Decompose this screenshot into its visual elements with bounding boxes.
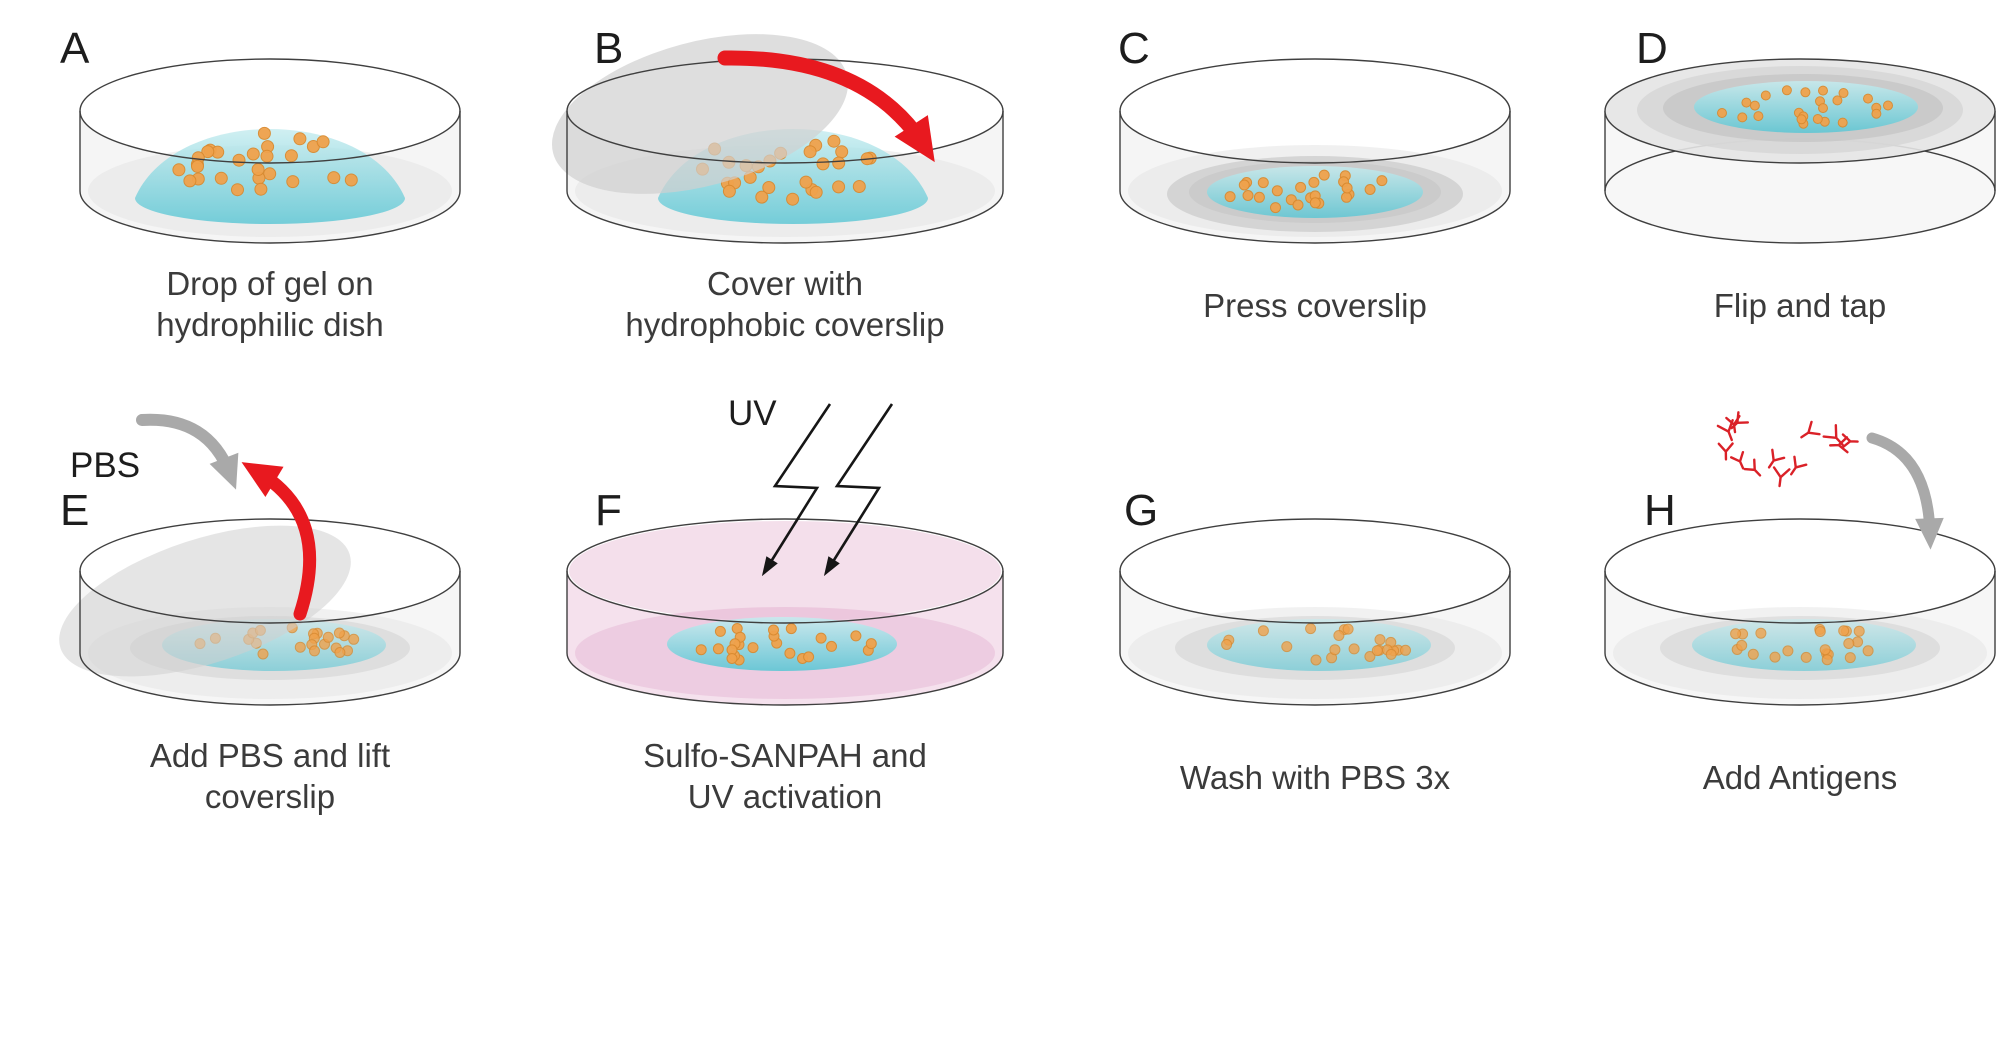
pbs-label: PBS [70,446,141,485]
uv-label: UV [728,394,777,433]
panel-caption-f: Sulfo-SANPAH and UV activation [500,736,1070,818]
caption-line: Cover with [707,265,863,302]
petri-dish-illustration-c [1119,58,1511,244]
panel-caption-a: Drop of gel on hydrophilic dish [40,264,500,346]
uv-bolt-arrow [761,403,832,577]
dish-outline [79,58,461,244]
petri-dish-illustration-b [552,34,1004,244]
dish-body [1605,111,1995,243]
antibody-icon [1730,450,1745,470]
panel-caption-d: Flip and tap [1560,286,2000,327]
caption-line: Press coverslip [1203,287,1427,324]
uv-bolt-arrow [823,403,894,577]
antibody-icon [1829,436,1849,454]
dish-outline [1119,58,1511,244]
panel-d-flip-and-tap: D Flip and tap [1560,16,2000,386]
panel-caption-c: Press coverslip [1070,286,1560,327]
antibody-icon [1717,442,1734,461]
gel-beads [1730,623,1874,666]
panel-letter-d: D [1636,24,1669,73]
petri-dish-illustration-g [1119,518,1511,706]
panel-caption-g: Wash with PBS 3x [1070,758,1560,799]
caption-line: coverslip [204,777,336,815]
panel-a-drop-of-gel: A Drop of gel on hydrophilic dish [40,16,500,386]
panel-h-add-antigens: H Add Antigens [1560,386,2000,1040]
caption-line: Add Antigens [1702,759,1898,796]
antibody-icon [1767,448,1786,469]
panel-letter-a: A [60,24,90,73]
caption-line: hydrophilic dish [156,305,384,343]
dish-outline [1119,518,1511,706]
panel-caption-b: Cover with hydrophobic coverslip [500,264,1070,346]
antigen-add-arrow [1866,432,1944,550]
petri-dish-illustration-h [1604,411,1996,706]
dish-outline [79,518,461,706]
petri-dish-illustration-f [566,403,1004,706]
dish-outline [1604,518,1996,706]
panel-e-add-pbs-lift: PBS E Add PBS and lift coverslip [40,386,500,1040]
red-lift-arrow [241,462,317,621]
gel-layer [1692,619,1916,671]
panel-letter-f: F [595,486,623,535]
antibody-icon [1772,466,1791,488]
antibody-icon [1841,433,1859,449]
antibody-icon [1743,458,1762,477]
panel-letter-b: B [594,24,624,73]
gel-beads [695,623,877,666]
gel-beads [1717,85,1893,129]
caption-line: Wash with PBS 3x [1179,759,1451,796]
antibody-icon [1725,414,1741,434]
petri-dish-illustration-d [1604,58,1996,244]
red-cover-arrow [717,50,935,163]
panel-f-sulfo-sanpah-uv: UV F Sulfo-SANPAH and UV activation [500,386,1070,1040]
panel-caption-e: Add PBS and lift coverslip [40,736,500,818]
caption-line: hydrophobic coverslip [625,305,945,343]
panel-g-wash-pbs: G Wash with PBS 3x [1070,386,1560,1040]
panel-letter-h: H [1644,486,1677,535]
panel-letter-g: G [1124,486,1159,535]
protocol-figure: A Drop of gel on hydrophilic dish B Cove… [40,16,2000,1040]
antibody-icon [1800,420,1821,439]
gel-layer [1694,81,1918,133]
caption-line: Flip and tap [1713,287,1887,324]
gel-beads [1221,623,1411,666]
panel-letter-e: E [60,486,90,535]
panel-letter-c: C [1118,24,1151,73]
petri-dish-illustration-e [59,413,461,706]
panel-b-cover-coverslip: B Cover with hydrophobic coverslip [500,16,1070,386]
petri-dish-illustration-a [79,58,461,244]
caption-line: Sulfo-SANPAH and [643,737,927,774]
sanpah-solution-surface [569,521,1001,621]
pbs-pour-arrow [136,413,239,490]
antibody-icon [1789,455,1808,476]
gel-beads [172,126,358,197]
panel-c-press-coverslip: C Press coverslip [1070,16,1560,386]
caption-line: Add PBS and lift [149,737,391,774]
caption-line: Drop of gel on [166,265,374,302]
panel-caption-h: Add Antigens [1560,758,2000,799]
coverslip [552,34,848,194]
gel-beads [1224,169,1388,214]
antibody-cluster [1716,411,1859,488]
coverslip [59,525,351,677]
caption-line: UV activation [687,777,883,815]
dish-outline [566,518,1004,706]
